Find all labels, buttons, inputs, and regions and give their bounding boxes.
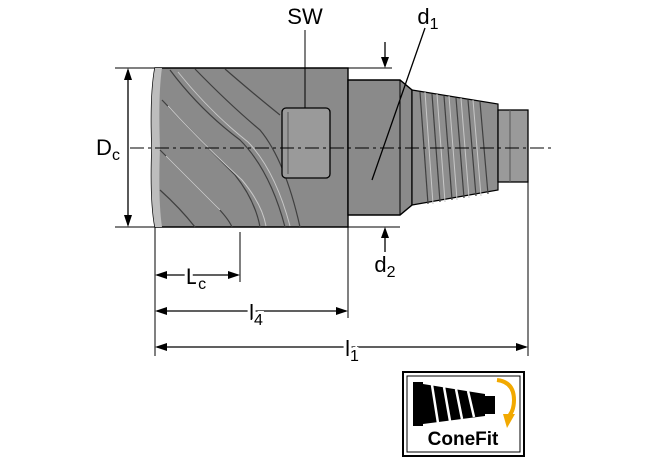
d1-dimension [348, 27, 426, 181]
dc-label: Dc [96, 135, 120, 164]
cone-thread-icon [413, 382, 495, 426]
sw-label: SW [287, 4, 323, 29]
d2-label: d2 [374, 252, 395, 281]
conefit-badge: ConeFit [402, 371, 525, 457]
l1-dimension [155, 343, 528, 351]
lc-dimension [155, 271, 240, 279]
dc-dimension [115, 67, 155, 228]
d1-label: d1 [417, 4, 438, 33]
rotation-arrow-icon [496, 378, 517, 428]
l4-label: l4 [249, 300, 263, 329]
d2-dimension [348, 226, 400, 252]
conefit-label: ConeFit [428, 429, 499, 450]
l1-label: l1 [345, 336, 359, 365]
l4-dimension [155, 307, 348, 315]
lc-label: Lc [186, 264, 206, 293]
